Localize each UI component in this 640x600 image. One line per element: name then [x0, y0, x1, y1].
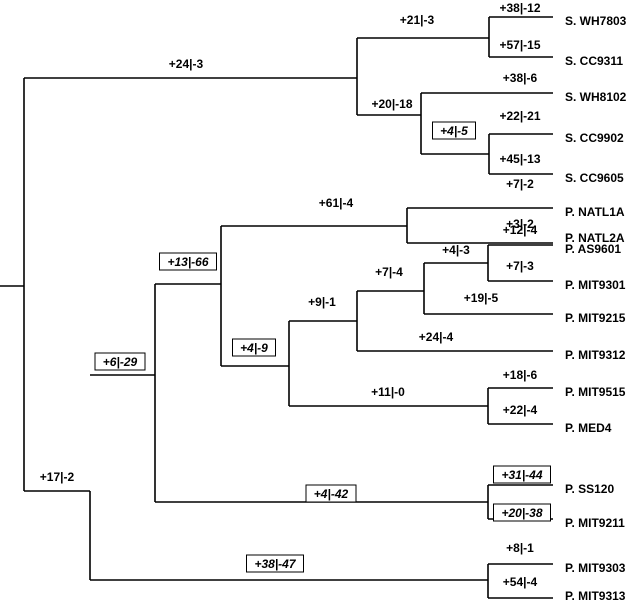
branch-label-p1: +6|-29	[103, 355, 138, 369]
branch-label-pmit9313: +54|-4	[503, 575, 538, 589]
branch-label-swh8102: +38|-6	[503, 71, 538, 85]
branch-label-scc9311: +57|-15	[499, 38, 540, 52]
branch-label-s1: +21|-3	[400, 13, 435, 27]
branch-label-scc9605: +45|-13	[499, 152, 540, 166]
branch-label-p7: +4|-3	[442, 243, 470, 257]
branch-label-p6: +7|-4	[375, 265, 403, 279]
branch-label-box	[159, 252, 217, 271]
branch-label-box	[305, 484, 357, 503]
leaf-label-swh7803: S. WH7803	[565, 14, 627, 28]
branch-label-pnatl1a: +7|-2	[506, 177, 534, 191]
branch-label-pmit9515: +18|-6	[503, 368, 538, 382]
branch-label-p3: +61|-4	[319, 196, 354, 210]
branch-label-pro: +17|-2	[40, 470, 75, 484]
branch-label-pas9601: +12|-4	[503, 223, 538, 237]
leaf-label-pmit9215: P. MIT9215	[565, 311, 626, 325]
branch-label-p5: +9|-1	[308, 295, 336, 309]
branch-label-box	[493, 465, 551, 484]
leaf-label-pmit9303: P. MIT9303	[565, 561, 626, 575]
branch-label-p10: +38|-47	[254, 557, 296, 571]
leaf-label-pnatl2a: P. NATL2A	[565, 231, 625, 245]
branch-label-scc9902: +22|-21	[499, 109, 540, 123]
leaf-label-pmit9301: P. MIT9301	[565, 278, 626, 292]
leaf-label-pmed4: P. MED4	[565, 421, 612, 435]
branch-label-p8: +11|-0	[371, 385, 405, 399]
leaf-label-scc9605: S. CC9605	[565, 171, 624, 185]
branch-label-pss120: +31|-44	[501, 468, 542, 482]
branch-label-pnatl2a: +3|-2	[506, 217, 534, 231]
leaf-label-pmit9211: P. MIT9211	[565, 516, 625, 530]
leaf-label-pmit9313: P. MIT9313	[565, 589, 626, 600]
branch-label-syn: +24|-3	[169, 57, 204, 71]
leaf-label-pnatl1a: P. NATL1A	[565, 205, 625, 219]
branch-label-pmit9312: +24|-4	[419, 330, 454, 344]
branch-label-pmit9303: +8|-1	[506, 541, 534, 555]
branch-label-box	[94, 352, 146, 371]
branch-label-s2: +20|-18	[371, 97, 412, 111]
leaf-label-swh8102: S. WH8102	[565, 90, 627, 104]
branch-label-s3: +4|-5	[440, 124, 468, 138]
branch-label-box	[493, 503, 551, 522]
branch-label-pmit9211: +20|-38	[501, 506, 542, 520]
leaf-label-pss120: P. SS120	[565, 482, 614, 496]
leaf-label-pmit9312: P. MIT9312	[565, 348, 626, 362]
branch-label-pmit9301: +7|-3	[506, 259, 534, 273]
branch-label-p9: +4|-42	[314, 487, 349, 501]
branch-label-box	[246, 554, 304, 573]
branch-label-p2: +13|-66	[167, 255, 208, 269]
leaf-label-pas9601: P. AS9601	[565, 242, 621, 256]
branch-label-box	[232, 338, 276, 357]
branch-label-swh7803: +38|-12	[499, 1, 540, 15]
branch-label-pmit9215: +19|-5	[464, 291, 499, 305]
branch-label-p4: +4|-9	[240, 341, 268, 355]
leaf-label-scc9902: S. CC9902	[565, 131, 624, 145]
leaf-label-scc9311: S. CC9311	[565, 54, 623, 68]
branch-label-pmed4: +22|-4	[503, 403, 538, 417]
leaf-label-pmit9515: P. MIT9515	[565, 385, 626, 399]
branch-label-box	[432, 121, 476, 140]
